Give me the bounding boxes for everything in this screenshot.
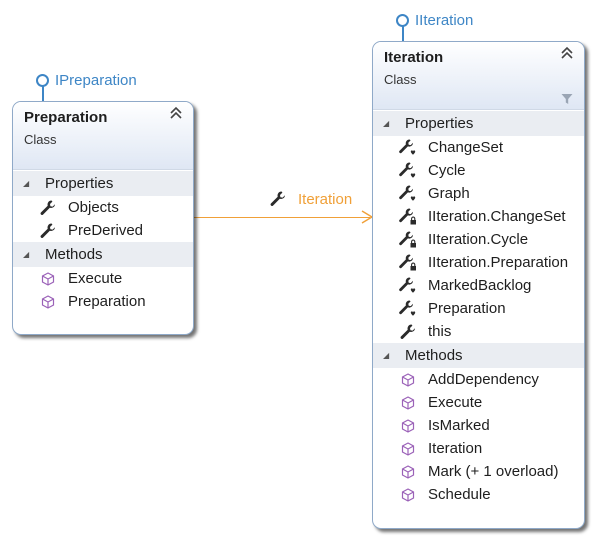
property-item[interactable]: IIteration.Preparation [373,251,584,274]
protected-wrench-icon [398,161,418,181]
collapse-triangle-icon[interactable]: ◢ [383,119,390,128]
property-item[interactable]: Objects [13,196,193,219]
iteration-interface: IIteration [396,12,473,29]
method-item[interactable]: Execute [13,267,193,290]
method-item[interactable]: Preparation [13,290,193,313]
member-name: Mark (+ 1 overload) [428,463,559,480]
section-label: Methods [405,347,463,364]
member-name: IIteration.Preparation [428,254,569,271]
private-wrench-icon [398,207,418,227]
methods-section-header[interactable]: ◢ Methods [13,242,193,267]
section-label: Properties [405,115,474,132]
class-kind: Class [384,72,417,87]
method-cube-icon [398,393,418,413]
section-label: Methods [45,246,103,263]
collapse-triangle-icon[interactable]: ◢ [383,351,390,360]
method-cube-icon [398,485,418,505]
member-name: Iteration [428,440,483,457]
class-header: Iteration Class [373,42,584,110]
protected-wrench-icon [398,138,418,158]
association-label[interactable]: Iteration [268,189,352,209]
member-name: IIteration.Cycle [428,231,529,248]
member-name: Preparation [428,300,506,317]
method-cube-icon [38,269,58,289]
preparation-class-box[interactable]: Preparation Class ◢ Properties Objects P… [12,101,194,335]
property-item[interactable]: Graph [373,182,584,205]
property-item[interactable]: PreDerived [13,219,193,242]
member-name: this [428,323,452,340]
method-cube-icon [398,462,418,482]
member-name: Execute [428,394,483,411]
interface-stem [402,25,404,41]
member-name: MarkedBacklog [428,277,532,294]
private-wrench-icon [398,230,418,250]
method-item[interactable]: Execute [373,391,584,414]
protected-wrench-icon [398,276,418,296]
member-name: Preparation [68,293,146,310]
properties-section-header[interactable]: ◢ Properties [373,111,584,136]
methods-section-header[interactable]: ◢ Methods [373,343,584,368]
section-label: Properties [45,175,114,192]
method-item[interactable]: Schedule [373,483,584,506]
method-cube-icon [398,416,418,436]
wrench-icon [268,189,288,209]
filter-icon[interactable] [561,93,573,105]
association-label-text: Iteration [298,190,353,208]
class-name: Preparation [24,109,108,126]
method-item[interactable]: AddDependency [373,368,584,391]
member-name: IIteration.ChangeSet [428,208,566,225]
method-cube-icon [398,370,418,390]
private-wrench-icon [398,253,418,273]
property-item[interactable]: Preparation [373,297,584,320]
property-item[interactable]: MarkedBacklog [373,274,584,297]
preparation-interface: IPreparation [36,72,137,89]
method-item[interactable]: Iteration [373,437,584,460]
member-name: AddDependency [428,371,539,388]
collapse-chevron-icon[interactable] [560,46,574,64]
member-name: ChangeSet [428,139,504,156]
property-item[interactable]: IIteration.ChangeSet [373,205,584,228]
protected-wrench-icon [398,184,418,204]
member-name: Graph [428,185,470,202]
method-item[interactable]: Mark (+ 1 overload) [373,460,584,483]
wrench-icon [38,221,58,241]
class-name: Iteration [384,49,444,66]
method-cube-icon [38,292,58,312]
member-name: IsMarked [428,417,490,434]
collapse-chevron-icon[interactable] [169,106,183,124]
class-body: ◢ Properties Objects PreDerived ◢ Method… [13,170,193,313]
properties-section-header[interactable]: ◢ Properties [13,171,193,196]
member-name: Objects [68,199,119,216]
member-name: Cycle [428,162,466,179]
method-cube-icon [398,439,418,459]
property-item[interactable]: this [373,320,584,343]
collapse-triangle-icon[interactable]: ◢ [23,179,30,188]
member-name: Schedule [428,486,491,503]
class-body: ◢ Properties ChangeSet Cycle Graph IIter… [373,110,584,506]
iteration-class-box[interactable]: Iteration Class ◢ Properties ChangeSet C… [372,41,585,529]
interface-label: IIteration [415,12,474,29]
method-item[interactable]: IsMarked [373,414,584,437]
collapse-triangle-icon[interactable]: ◢ [23,250,30,259]
property-item[interactable]: Cycle [373,159,584,182]
member-name: PreDerived [68,222,144,239]
property-item[interactable]: IIteration.Cycle [373,228,584,251]
interface-stem [42,85,44,101]
member-name: Execute [68,270,123,287]
protected-wrench-icon [398,299,418,319]
wrench-icon [38,198,58,218]
wrench-icon [398,322,418,342]
class-header: Preparation Class [13,102,193,170]
class-kind: Class [24,132,57,147]
association-line[interactable] [194,217,370,218]
interface-label: IPreparation [55,72,137,89]
property-item[interactable]: ChangeSet [373,136,584,159]
